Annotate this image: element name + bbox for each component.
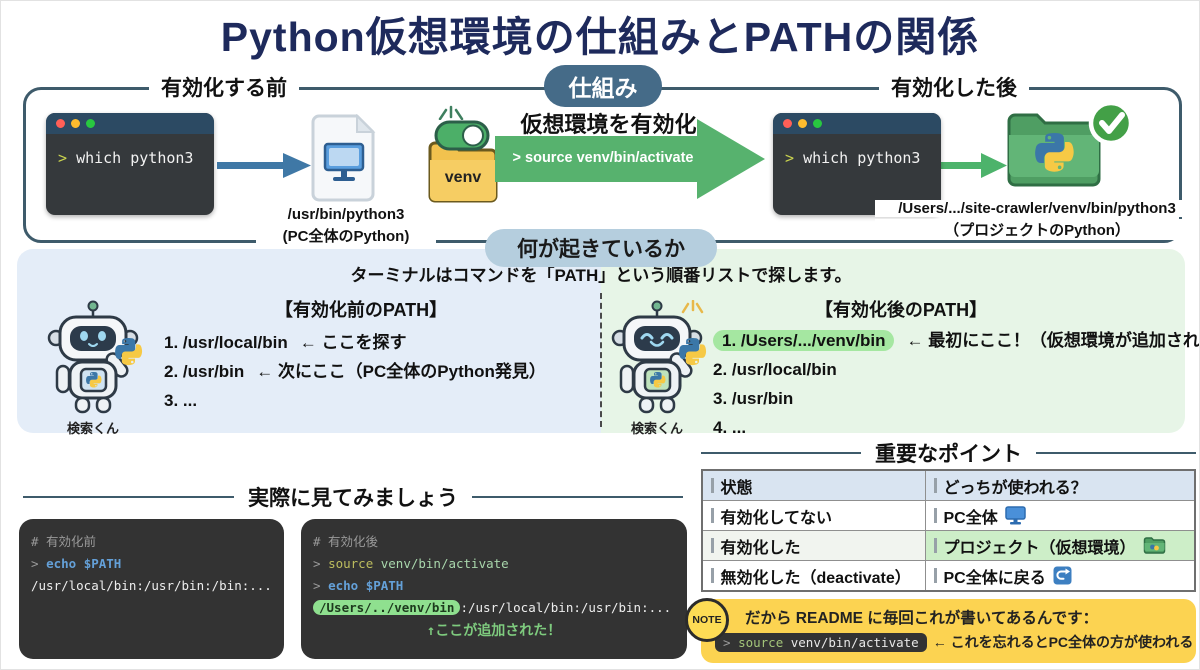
table-row: 有効化してない PC全体 [703, 500, 1194, 530]
mascot-name: 検索くん [630, 421, 683, 436]
search-robot-after [611, 300, 707, 414]
venv-folder-label: venv [444, 169, 482, 186]
added-caption: ↑ここが追加された！ [426, 622, 562, 639]
mascot-name: 検索くん [66, 421, 119, 436]
search-robot-before [47, 300, 143, 414]
window-dot-green-icon [813, 119, 822, 128]
note-caption: ← これを忘れるとPC全体の方が使われる [932, 634, 1194, 650]
which-command: which python3 [803, 149, 921, 167]
demo-heading-row: 実際に見てみましょう [23, 482, 683, 512]
points-heading-row: 重要なポイント [701, 438, 1196, 468]
path-output: :/usr/local/bin:/usr/bin:... [460, 599, 672, 615]
window-dot-red-icon [783, 119, 792, 128]
venv-folder-small-icon [1143, 537, 1165, 554]
terminal-titlebar [773, 113, 941, 134]
before-path-list: 1. /usr/local/bin← ここを探す 2. /usr/bin← 次に… [164, 328, 546, 415]
source-keyword: source [738, 634, 784, 650]
before-path-heading: 【有効化前のPATH】 [274, 300, 448, 320]
arrow-right-blue-icon [217, 153, 311, 178]
mechanism-action-title: 仮想環境を有効化 [520, 112, 697, 137]
table-row: 無効化した（deactivate） PC全体に戻る [703, 560, 1194, 590]
terminal-window-after: > which python3 [773, 113, 941, 215]
path-subtitle: ターミナルはコマンドを「PATH」という順番リストで探します。 [350, 266, 852, 285]
path-list-item: 3. ... [164, 391, 198, 410]
after-path-heading: 【有効化後のPATH】 [814, 300, 988, 320]
after-result-note: （プロジェクトのPython） [875, 219, 1199, 240]
comment-line: # 有効化後 [313, 534, 379, 549]
note-box: だから README に毎回これが書いてあるんです： > source venv… [701, 599, 1196, 663]
path-list-item: 2. /usr/bin← 次にここ（PC全体のPython発見） [164, 362, 546, 381]
venv-folder-icon [428, 141, 498, 203]
after-result-path: /Users/.../site-crawler/venv/bin/python3 [875, 200, 1199, 217]
note-text: だから README に毎回これが書いてあるんです： [745, 610, 1099, 627]
path-list-item: 1. /usr/local/bin← ここを探す [164, 333, 407, 352]
note-command-pill: > source venv/bin/activate [715, 632, 927, 652]
before-heading: 有効化する前 [149, 72, 299, 102]
added-path-highlight: /Users/../venv/bin [313, 599, 461, 615]
undo-return-icon [1053, 566, 1072, 585]
spark-icon [438, 105, 464, 120]
arrow-right-green-icon [939, 153, 1007, 178]
path-list-item-highlighted: 1. /Users/.../venv/bin← 最初にここ！（仮想環境が追加され… [713, 326, 1199, 355]
before-result-path: /usr/bin/python3 [256, 206, 436, 223]
python-file-icon [311, 114, 376, 202]
after-path-list: 1. /Users/.../venv/bin← 最初にここ！（仮想環境が追加され… [713, 326, 1199, 442]
points-heading: 重要なポイント [875, 443, 1022, 466]
dashed-divider [600, 293, 602, 427]
note-command-row: > source venv/bin/activate ← これを忘れるとPC全体… [715, 632, 1193, 652]
before-result-note: (PC全体のPython) [256, 225, 436, 246]
table-header-row: 状態 どっちが使われる？ [703, 471, 1194, 500]
path-list-item: 4. ... [713, 418, 747, 437]
terminal-command-line: > which python3 [773, 134, 941, 182]
demo-terminal-before: # 有効化前 > echo $PATH /usr/local/bin:/usr/… [19, 519, 284, 659]
project-folder-python-icon [1007, 100, 1134, 187]
path-output: /usr/local/bin:/usr/bin:/bin:... [31, 577, 272, 593]
header-which: どっちが使われる？ [943, 479, 1087, 497]
monitor-icon [1004, 506, 1026, 525]
prompt-symbol: > [58, 149, 68, 167]
points-table: 状態 どっちが使われる？ 有効化してない PC全体 有効化した プロジェクト（仮… [701, 469, 1196, 592]
what-happens-badge: 何が起きているか [485, 229, 717, 267]
window-dot-yellow-icon [798, 119, 807, 128]
source-keyword: source [328, 555, 374, 571]
note-badge: NOTE [685, 598, 729, 642]
echo-command: echo $PATH [46, 555, 122, 571]
window-dot-green-icon [86, 119, 95, 128]
demo-terminal-after: # 有効化後 > source venv/bin/activate > echo… [301, 519, 687, 659]
terminal-command-line: > which python3 [46, 134, 214, 182]
terminal-titlebar [46, 113, 214, 134]
demo-heading: 実際に見てみましょう [248, 487, 458, 510]
path-list-item: 2. /usr/local/bin [713, 360, 837, 379]
table-row-highlighted: 有効化した プロジェクト（仮想環境） [703, 530, 1194, 560]
mechanism-badge: 仕組み [544, 65, 662, 107]
big-green-arrow-icon [495, 119, 765, 199]
after-heading: 有効化した後 [879, 72, 1029, 102]
which-command: which python3 [76, 149, 194, 167]
prompt-symbol: > [785, 149, 795, 167]
window-dot-yellow-icon [71, 119, 80, 128]
window-dot-red-icon [56, 119, 65, 128]
path-list-item: 3. /usr/bin [713, 389, 794, 408]
header-state: 状態 [720, 479, 753, 497]
echo-command: echo $PATH [328, 577, 404, 593]
activate-command: > source venv/bin/activate [512, 150, 694, 166]
toggle-on-icon [434, 120, 490, 151]
terminal-window-before: > which python3 [46, 113, 214, 215]
page-title: Python仮想環境の仕組みとPATHの関係 [220, 14, 980, 60]
comment-line: # 有効化前 [31, 534, 97, 549]
